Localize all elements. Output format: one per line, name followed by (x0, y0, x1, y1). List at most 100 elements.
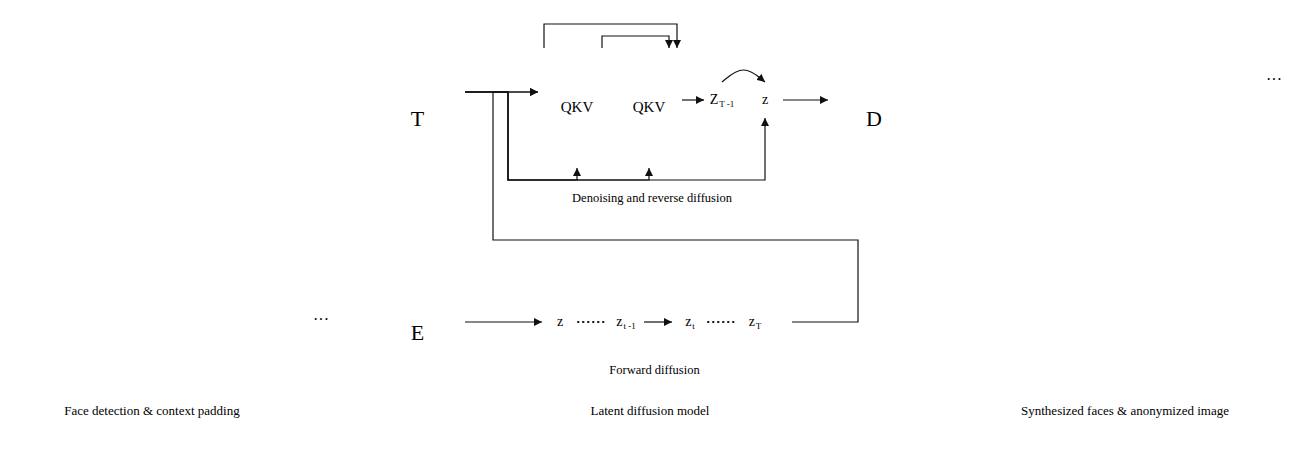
subscript: T (756, 321, 762, 331)
illustration-rect (87, 98, 97, 114)
illustration-rect (112, 278, 200, 368)
illustration-rect (7, 87, 320, 88)
outline-part (373, 245, 462, 421)
illustration-polygon (960, 281, 1290, 398)
outline-part (518, 285, 792, 382)
illustration-rect (15, 98, 25, 114)
illustration-rect (183, 98, 193, 114)
illustration-rect (210, 278, 298, 368)
illustration-path (298, 79, 313, 88)
outline-part (518, 15, 787, 210)
decoder-block: D (828, 30, 920, 208)
illustration-ellipse (1216, 74, 1223, 79)
illustration-rect (39, 98, 49, 114)
connector-arrow (682, 99, 704, 100)
illustration-polygon (960, 362, 1003, 371)
connector-arrow (544, 24, 677, 48)
illustration-ellipse (1015, 204, 1037, 227)
illustration-rect (1102, 221, 1138, 283)
illustration-ellipse (163, 317, 170, 321)
illustration-rect (33, 289, 76, 356)
node-label: z (749, 314, 755, 330)
illustration-ellipse (960, 388, 1290, 398)
illustration-ellipse (44, 317, 52, 321)
outline-part (387, 148, 462, 207)
illustration-ellipse (298, 81, 313, 99)
illustration-rect (1151, 292, 1168, 395)
illustration-ellipse (1199, 74, 1206, 79)
illustration-rect (1151, 228, 1187, 296)
illustration-line (334, 321, 368, 322)
illustration-polygon (7, 227, 48, 236)
illustration-rect (1125, 216, 1170, 303)
outline-part (840, 31, 917, 70)
illustration-rect (194, 73, 208, 92)
connector-arrow (783, 99, 828, 100)
outline-part (373, 31, 387, 207)
outline-part (673, 305, 707, 339)
illustration-rect (994, 187, 1005, 202)
illustration-rect (1044, 238, 1055, 253)
connector-arrow (465, 92, 765, 180)
illustration-rect (1040, 236, 1074, 300)
illustration-rect (188, 155, 204, 263)
illustration-ellipse (108, 346, 205, 400)
caption-text: Latent diffusion model (591, 404, 710, 419)
connector-arrow (465, 321, 542, 322)
illustration-ellipse (1187, 41, 1235, 122)
connector-arrow (722, 70, 765, 82)
outline-part (541, 132, 598, 159)
illustration-ellipse (1178, 193, 1290, 293)
outline-part (618, 48, 666, 78)
illustration-ellipse (7, 255, 320, 265)
illustration-rect (307, 83, 315, 95)
illustration-path (59, 61, 79, 73)
illustration-ellipse (1083, 25, 1136, 61)
illustration-path (1159, 204, 1179, 215)
label-slot: Latent diffusion model (591, 404, 710, 419)
outline-part (387, 362, 462, 421)
illustration-rect (1019, 238, 1030, 253)
outline-part (373, 245, 450, 284)
connector-arrow (465, 92, 649, 180)
caption-text: Synthesized faces & anonymized image (1021, 404, 1229, 419)
illustration-path (1015, 202, 1037, 214)
illustration-rect (111, 45, 121, 61)
illustration-rect (1146, 238, 1157, 253)
illustration-rect (1165, 25, 1253, 138)
outline-part (541, 48, 598, 70)
illustration-rect (1006, 228, 1045, 302)
illustration-rect (1008, 293, 1023, 382)
illustration-polygon (1197, 345, 1243, 356)
illustration-ellipse (1266, 222, 1282, 239)
outline-part (609, 305, 643, 339)
outline-part (387, 44, 462, 80)
illustration-g (918, 147, 1293, 446)
illustration-rect (1070, 187, 1081, 202)
illustration-ellipse (979, 25, 1035, 61)
illustration-rect (63, 98, 73, 114)
illustration-rect (166, 155, 182, 263)
process-box: Denoising and reverse diffusionQKVQKVZT … (517, 14, 787, 210)
illustration-ellipse (130, 278, 183, 307)
illustration-rect (142, 81, 176, 146)
illustration-path (196, 63, 215, 74)
ellipsis-mark: ··· (313, 311, 329, 329)
illustration-rect (52, 156, 66, 249)
illustration-g (7, 3, 320, 265)
illustration-polygon (960, 164, 1184, 302)
illustration-rect (1146, 187, 1157, 202)
connector-arrow (602, 36, 669, 48)
illustration-ellipse (146, 317, 153, 321)
illustration-ellipse (196, 65, 215, 87)
illustration-polygon (1084, 337, 1110, 344)
connector-arrow (578, 321, 608, 323)
illustration-g (0, 3, 367, 315)
outline-part (598, 70, 610, 140)
illustration-rect (968, 187, 979, 202)
illustration-polygon (7, 3, 207, 33)
illustration-rect (63, 45, 73, 61)
outline-part (628, 57, 680, 84)
illustration-g (960, 147, 1290, 398)
